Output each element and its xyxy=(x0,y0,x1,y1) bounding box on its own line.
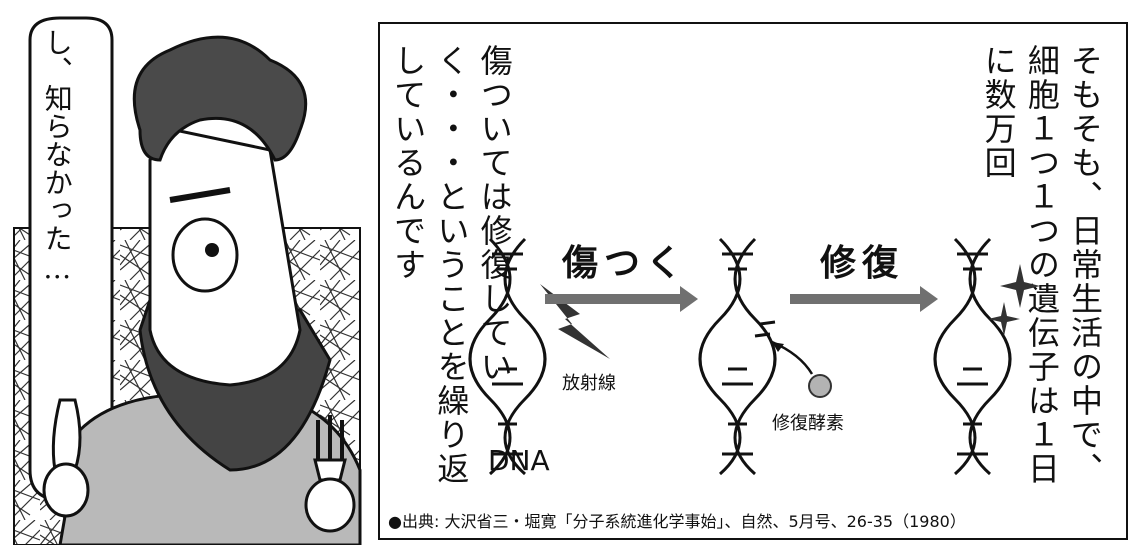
label-radiation: 放射線 xyxy=(562,373,616,394)
comic-panel-right: そもそも、日常生活の中で、細胞１つ１つの遺伝子は１日に数万回 傷ついては修復して… xyxy=(378,22,1128,540)
label-repair-enzyme: 修復酵素 xyxy=(772,413,844,434)
repair-enzyme-icon xyxy=(808,374,832,398)
arrow-damage xyxy=(545,286,698,312)
label-repair: 修復 xyxy=(820,243,905,284)
dna-repair-diagram xyxy=(468,237,1040,476)
sparkle-icon xyxy=(988,264,1040,336)
character-illustration xyxy=(13,16,362,547)
speech-bubble-text: し、知らなかった… xyxy=(40,28,74,285)
dna-helix-damaged xyxy=(698,237,777,476)
dna-helix-repaired xyxy=(933,237,1012,476)
source-footnote: ●出典: 大沢省三・堀寛「分子系統進化学事始」、自然、5月号、26-35（198… xyxy=(388,512,966,531)
label-damage: 傷つく xyxy=(562,243,689,284)
label-dna: DNA xyxy=(488,444,550,477)
narration-line-1: そもそも、日常生活の中で、細胞１つ１つの遺伝子は１日に数万回 xyxy=(979,44,1104,486)
dna-helix-original xyxy=(468,237,547,476)
comic-panel-left: し、知らなかった… xyxy=(0,0,376,547)
arrow-repair xyxy=(790,286,938,312)
